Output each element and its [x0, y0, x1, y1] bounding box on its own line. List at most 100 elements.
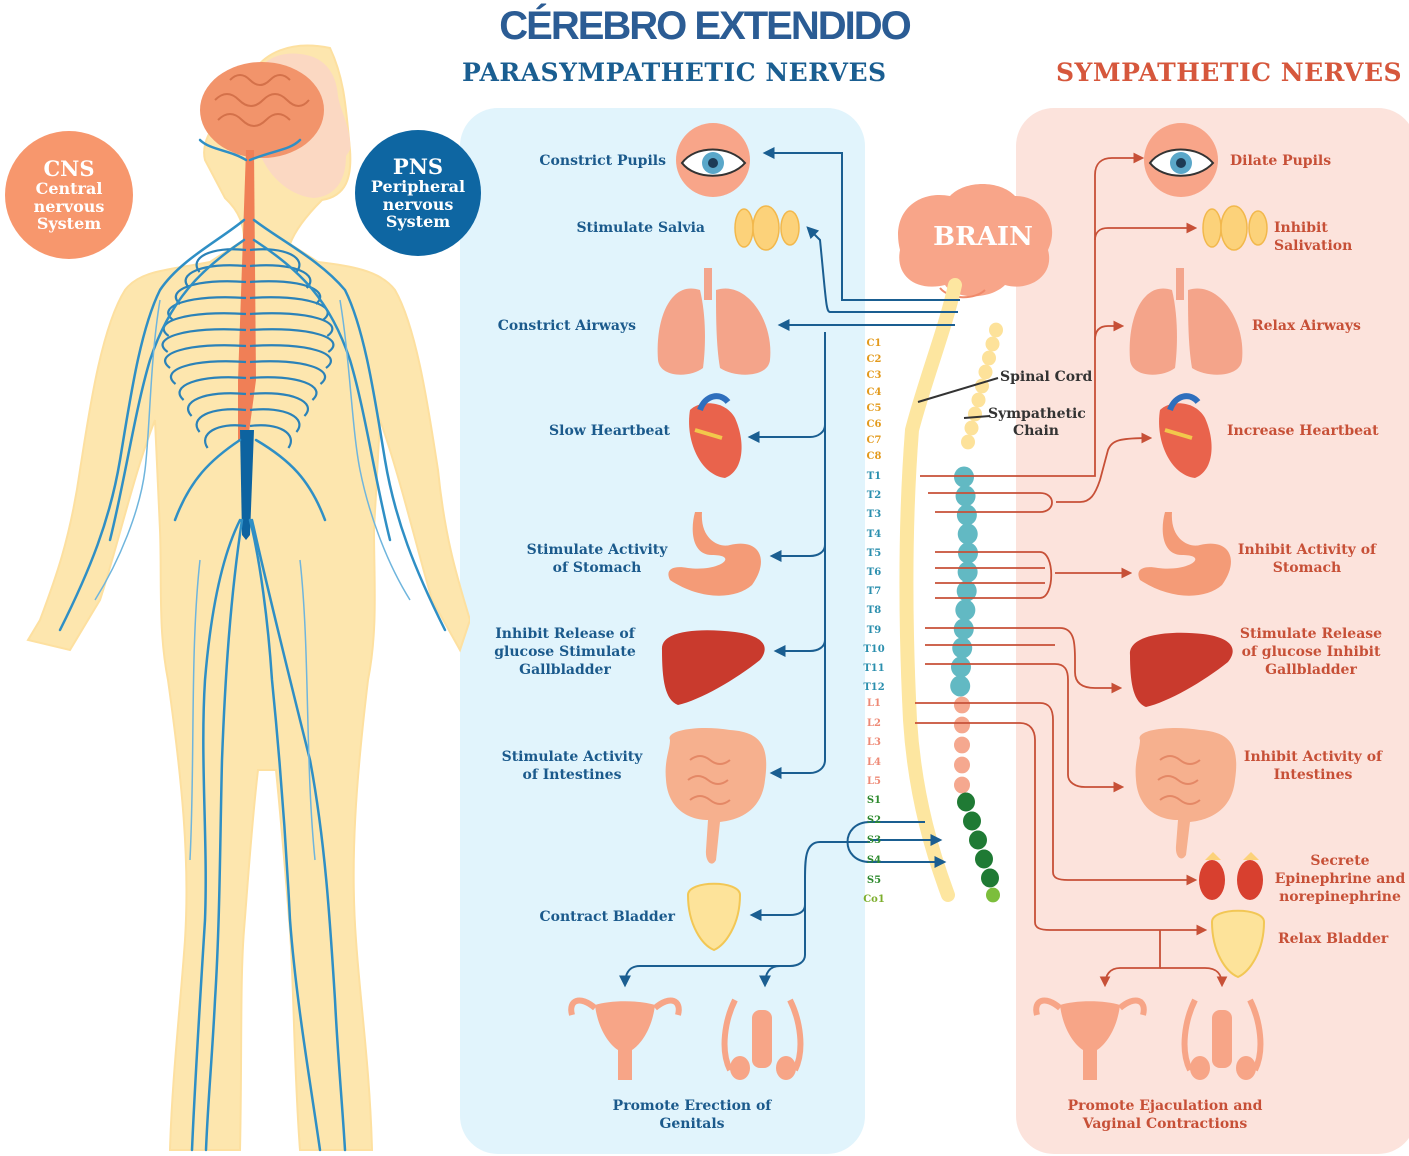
- segment-label-c4: C4: [852, 387, 896, 399]
- chain-ganglion: [956, 486, 976, 507]
- segment-label-t8: T8: [852, 605, 896, 617]
- sympathetic-chain-pointer: [964, 416, 990, 418]
- segment-label-t6: T6: [852, 567, 896, 579]
- segment-label-c8: C8: [852, 451, 896, 463]
- symp-salivary-gland-icon: [1203, 206, 1267, 250]
- symp-male-genital-icon: [1185, 1000, 1261, 1080]
- segment-label-t5: T5: [852, 548, 896, 560]
- segment-label-c6: C6: [852, 419, 896, 431]
- sympathetic-chain-label-line-2: Chain: [988, 423, 1084, 440]
- chain-ganglion: [986, 888, 1000, 903]
- symp-intestines-icon: [1136, 728, 1237, 858]
- symp-label-intestines: Inhibit Activity of Intestines: [1238, 748, 1388, 784]
- chain-ganglion: [957, 793, 975, 812]
- symp-heart-icon: [1159, 396, 1212, 478]
- segment-label-t2: T2: [852, 490, 896, 502]
- chain-ganglion: [958, 524, 978, 545]
- segment-label-t9: T9: [852, 625, 896, 637]
- chain-ganglion: [954, 737, 970, 754]
- symp-label-genitals: Promote Ejaculation and Vaginal Contract…: [1060, 1097, 1270, 1133]
- para-uterus-icon: [571, 1001, 679, 1080]
- chain-ganglion: [958, 562, 978, 583]
- symp-uterus-icon: [1036, 1001, 1144, 1080]
- symp-label-airways: Relax Airways: [1252, 317, 1392, 335]
- segment-label-c3: C3: [852, 370, 896, 382]
- chain-ganglion: [957, 505, 977, 526]
- para-liver-icon: [662, 630, 765, 705]
- spinal-cord-label: Spinal Cord: [1000, 369, 1092, 386]
- para-label-pupils: Constrict Pupils: [510, 152, 666, 170]
- symp-bladder-icon: [1212, 911, 1264, 977]
- chain-ganglion: [951, 657, 971, 678]
- chain-ganglion: [955, 600, 975, 621]
- chain-ganglion: [963, 812, 981, 831]
- symp-label-stomach: Inhibit Activity of Stomach: [1232, 541, 1382, 577]
- para-label-intestines: Stimulate Activity of Intestines: [492, 748, 652, 784]
- segment-label-s2: S2: [852, 815, 896, 827]
- chain-ganglion: [952, 638, 972, 659]
- symp-label-bladder: Relax Bladder: [1278, 930, 1403, 948]
- chain-ganglion: [981, 869, 999, 888]
- symp-lungs-icon: [1130, 268, 1243, 375]
- para-salivary-gland-icon: [735, 206, 799, 250]
- chain-ganglion: [979, 365, 993, 380]
- segment-label-t12: T12: [852, 682, 896, 694]
- para-label-liver: Inhibit Release of glucose Stimulate Gal…: [480, 625, 650, 679]
- para-label-genitals: Promote Erection of Genitals: [612, 1097, 772, 1133]
- chain-ganglion: [989, 323, 1003, 338]
- chain-ganglion: [968, 407, 982, 422]
- para-label-saliva: Stimulate Salvia: [540, 219, 705, 237]
- segment-label-l2: L2: [852, 718, 896, 730]
- para-intestines-icon: [666, 728, 767, 864]
- chain-ganglion: [954, 717, 970, 734]
- segment-label-l4: L4: [852, 757, 896, 769]
- symp-label-heart: Increase Heartbeat: [1227, 422, 1387, 440]
- para-eye-icon: [676, 123, 750, 197]
- segment-label-s5: S5: [852, 875, 896, 887]
- para-bladder-icon: [688, 884, 740, 950]
- brain-label: BRAIN: [928, 222, 1038, 252]
- para-stomach-icon: [668, 512, 761, 596]
- chain-ganglion: [954, 757, 970, 774]
- para-label-airways: Constrict Airways: [480, 317, 636, 335]
- symp-stomach-icon: [1138, 512, 1231, 596]
- chain-ganglion: [972, 393, 986, 408]
- chain-ganglion: [958, 543, 978, 564]
- chain-ganglion: [950, 676, 970, 697]
- segment-label-c5: C5: [852, 403, 896, 415]
- symp-liver-icon: [1130, 633, 1233, 707]
- chain-ganglion: [954, 777, 970, 794]
- symp-label-liver: Stimulate Release of glucose Inhibit Gal…: [1236, 625, 1386, 679]
- chain-ganglion: [965, 421, 979, 436]
- segment-label-l5: L5: [852, 776, 896, 788]
- segment-label-s3: S3: [852, 835, 896, 847]
- para-label-bladder: Contract Bladder: [520, 908, 675, 926]
- segment-label-t4: T4: [852, 529, 896, 541]
- symp-label-saliva: Inhibit Salivation: [1274, 219, 1409, 255]
- para-heart-icon: [689, 396, 742, 478]
- chain-ganglion: [954, 467, 974, 488]
- chain-ganglion: [986, 337, 1000, 352]
- segment-label-t1: T1: [852, 471, 896, 483]
- segment-label-c7: C7: [852, 435, 896, 447]
- symp-eye-icon: [1144, 123, 1218, 197]
- segment-label-l1: L1: [852, 698, 896, 710]
- segment-label-co1: Co1: [852, 894, 896, 906]
- segment-label-s4: S4: [852, 855, 896, 867]
- chain-ganglion: [961, 435, 975, 450]
- para-label-heart: Slow Heartbeat: [520, 422, 670, 440]
- segment-label-t10: T10: [852, 644, 896, 656]
- symp-label-adrenal: Secrete Epinephrine and norepinephrine: [1274, 852, 1406, 906]
- segment-label-l3: L3: [852, 737, 896, 749]
- symp-label-pupils: Dilate Pupils: [1230, 152, 1380, 170]
- segment-label-c2: C2: [852, 354, 896, 366]
- chain-ganglion: [954, 697, 970, 714]
- segment-label-t7: T7: [852, 586, 896, 598]
- sympathetic-chain-label: Sympathetic Chain: [988, 406, 1084, 440]
- segment-label-t11: T11: [852, 663, 896, 675]
- symp-adrenal-kidneys-icon: [1199, 852, 1263, 900]
- chain-ganglion: [969, 831, 987, 850]
- chain-ganglion: [954, 619, 974, 640]
- sympathetic-chain-label-line-1: Sympathetic: [988, 406, 1084, 423]
